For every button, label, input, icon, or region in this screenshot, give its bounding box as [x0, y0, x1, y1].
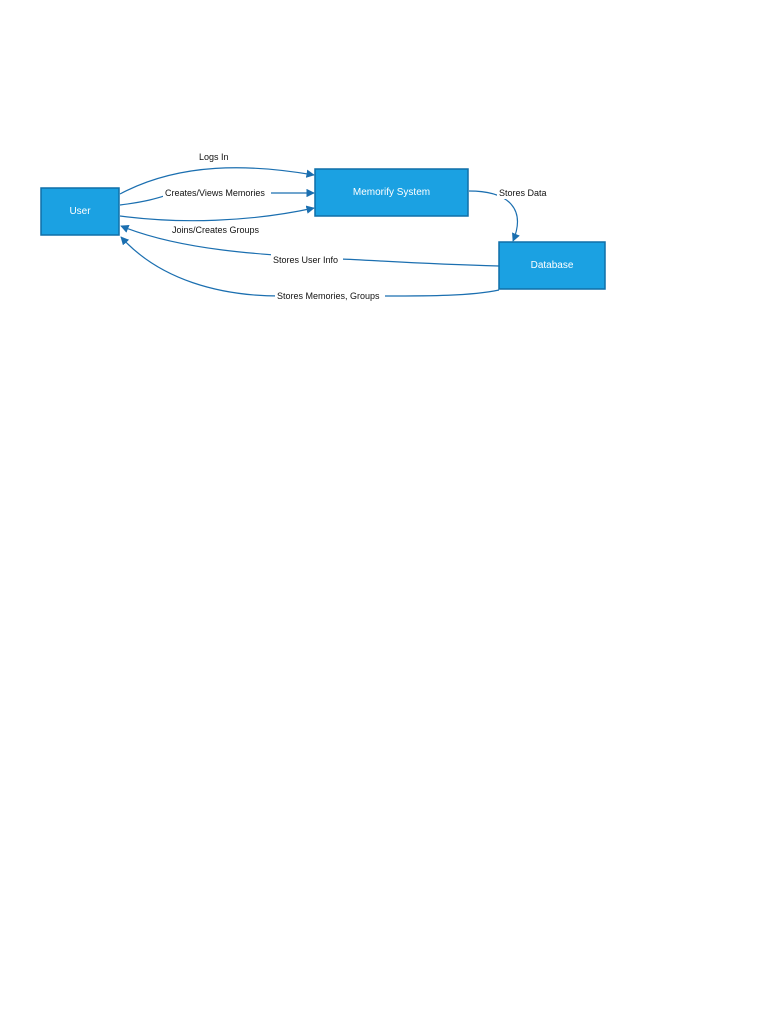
node-memorify-system-label: Memorify System — [353, 187, 430, 198]
node-user-label: User — [69, 206, 91, 217]
label-background — [275, 289, 385, 302]
label-background — [497, 186, 549, 199]
edge-label-stores-memories-groups: Stores Memories, Groups — [277, 291, 380, 301]
edge-label-joins-creates-groups: Joins/Creates Groups — [172, 225, 260, 235]
label-background — [271, 253, 343, 266]
edge-label-stores-data: Stores Data — [499, 188, 547, 198]
edge-labels: Logs In Creates/Views Memories Joins/Cre… — [163, 152, 549, 302]
edge-logs-in — [119, 167, 315, 195]
node-database[interactable]: Database — [498, 241, 606, 290]
node-database-label: Database — [531, 260, 574, 271]
edge-stores-memories-groups — [120, 236, 500, 297]
edge-label-creates-views-memories: Creates/Views Memories — [165, 188, 265, 198]
edge-label-logs-in: Logs In — [199, 152, 229, 162]
node-memorify-system[interactable]: Memorify System — [314, 168, 469, 217]
edge-label-stores-user-info: Stores User Info — [273, 255, 338, 265]
label-background — [163, 186, 271, 199]
edge-stores-data — [468, 190, 520, 242]
edge-joins-creates-groups — [119, 205, 315, 222]
node-user[interactable]: User — [40, 187, 120, 236]
